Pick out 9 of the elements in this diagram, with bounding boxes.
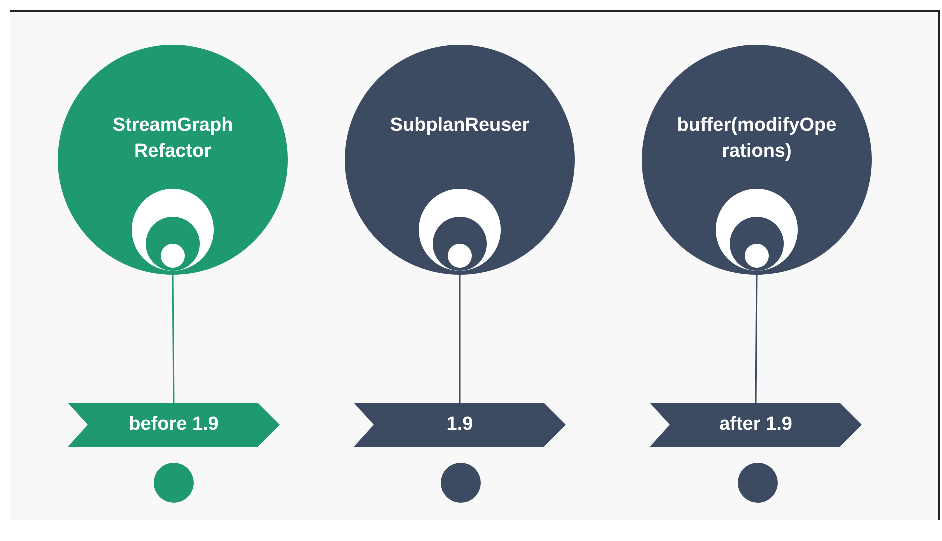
node-label: 1.9 — [446, 413, 474, 437]
connector-line — [459, 275, 461, 403]
node-label: StreamGraph Refactor — [112, 114, 234, 164]
connector-line — [755, 275, 758, 403]
node-label: after 1.9 — [720, 413, 792, 437]
node-label: buffer(modifyOperations) — [677, 114, 837, 164]
node-label: SubplanReuser — [390, 114, 530, 138]
connector-line — [172, 275, 175, 403]
node-label: before 1.9 — [129, 413, 219, 437]
